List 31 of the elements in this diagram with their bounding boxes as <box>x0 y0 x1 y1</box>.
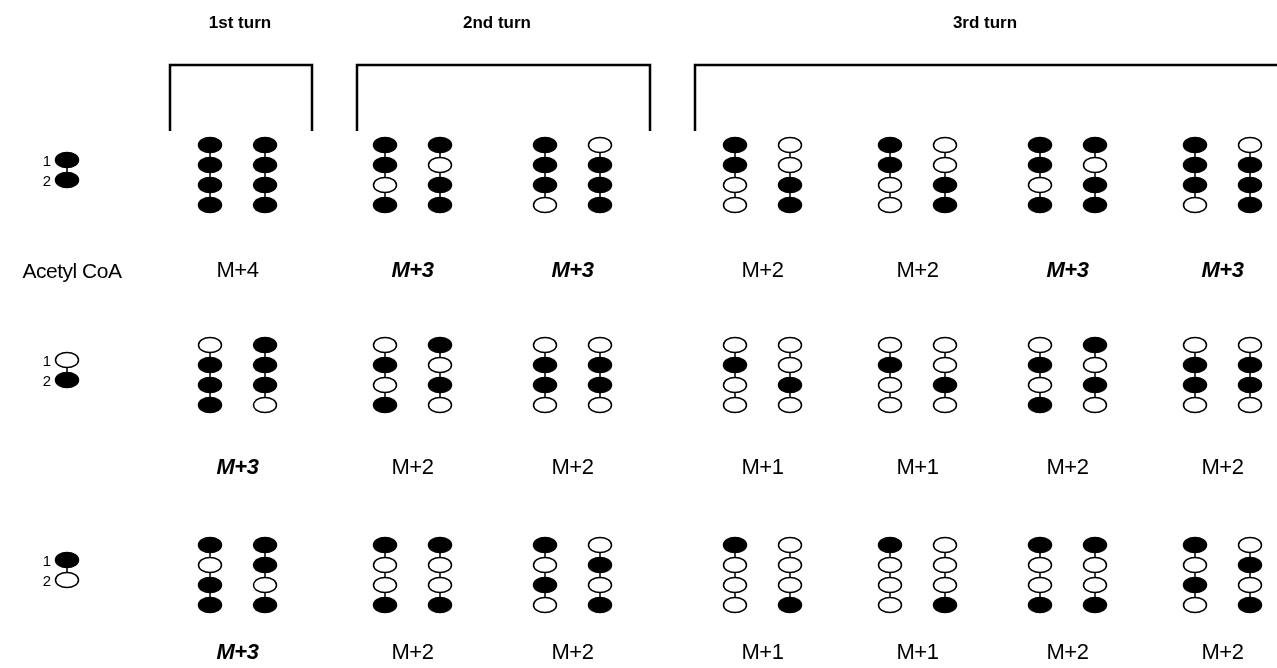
text-label: M+2 <box>551 456 594 478</box>
text-label: M+2 <box>1201 456 1244 478</box>
text-label: M+2 <box>391 641 434 663</box>
text-label: M+3 <box>391 259 434 281</box>
text-label: M+3 <box>216 641 259 663</box>
column-heading: 3rd turn <box>952 13 1018 31</box>
text-label: 1 <box>42 152 52 168</box>
text-label: M+2 <box>1046 641 1089 663</box>
text-label: M+1 <box>896 641 939 663</box>
text-label: M+2 <box>896 259 939 281</box>
text-label: M+3 <box>1201 259 1244 281</box>
text-label: M+3 <box>216 456 259 478</box>
text-label: 2 <box>42 372 52 388</box>
text-label: M+2 <box>391 456 434 478</box>
text-label: M+1 <box>741 456 784 478</box>
text-label: M+3 <box>551 259 594 281</box>
text-label: M+2 <box>1201 641 1244 663</box>
text-label: M+1 <box>896 456 939 478</box>
text-label: M+3 <box>1046 259 1089 281</box>
text-label: 2 <box>42 572 52 588</box>
text-label: Acetyl CoA <box>22 259 122 281</box>
text-label: M+2 <box>1046 456 1089 478</box>
column-heading: 2nd turn <box>463 13 531 31</box>
text-label: M+2 <box>741 259 784 281</box>
text-label: M+1 <box>741 641 784 663</box>
column-heading: 1st turn <box>208 13 272 31</box>
text-label: 1 <box>42 552 52 568</box>
text-label: 1 <box>42 352 52 368</box>
text-label: M+2 <box>551 641 594 663</box>
text-label: M+4 <box>216 259 259 281</box>
text-label: 2 <box>42 172 52 188</box>
